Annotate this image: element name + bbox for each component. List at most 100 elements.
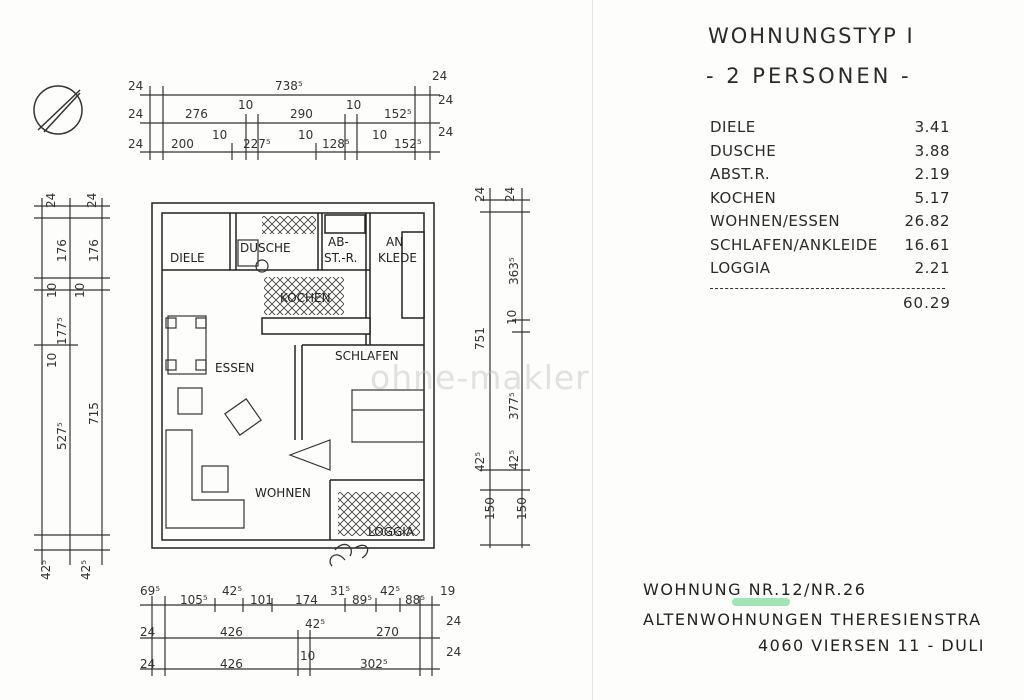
dim-label: 152⁵ (384, 107, 412, 121)
dim-label: 31⁵ (330, 584, 350, 598)
furniture (165, 239, 425, 529)
room-labels: DIELE DUSCHE AB- ST.-R. AN KLEDE KOCHEN … (170, 235, 417, 539)
dim-label: 10 (238, 98, 253, 112)
room-label-dusche: DUSCHE (240, 241, 291, 255)
dim-label: 290 (290, 107, 313, 121)
room-label-essen: ESSEN (215, 361, 254, 375)
room-label-schlafen: SCHLAFEN (335, 349, 399, 363)
dim-label: 363⁵ (507, 257, 521, 285)
plan-title: WOHNUNGSTYP I (708, 24, 915, 48)
dim-label: 527⁵ (55, 422, 69, 450)
dim-label: 24 (140, 625, 155, 639)
top-dimension-labels: 24 738⁵ 24 24 276 10 290 10 152⁵ 24 24 2… (128, 69, 453, 151)
toilet (255, 259, 269, 273)
dim-label: 426 (220, 625, 243, 639)
shower-tray (237, 239, 259, 267)
north-arrow-icon (33, 85, 83, 135)
room-area: 3.88 (914, 141, 950, 160)
address-line-1: WOHNUNG NR.12/NR.26 (643, 580, 867, 599)
address-line-3: 4060 VIERSEN 11 - DULI (758, 636, 985, 655)
bottom-dimension-lines (140, 596, 440, 676)
dim-label: 24 (438, 125, 453, 139)
plant-icon (329, 543, 369, 567)
dim-label: 176 (55, 239, 69, 262)
dim-label: 42⁵ (79, 560, 93, 580)
dim-label: 10 (300, 649, 315, 663)
dim-label: 24 (438, 93, 453, 107)
dim-label: 10 (45, 353, 59, 368)
room-name: KOCHEN (710, 188, 777, 207)
coffee-table (201, 465, 229, 493)
dim-label: 751 (473, 327, 487, 350)
dim-label: 24 (128, 107, 143, 121)
dim-label: 24 (473, 187, 487, 202)
dim-label: 10 (212, 128, 227, 142)
dim-label: 69⁵ (140, 584, 160, 598)
interior-walls (162, 213, 425, 540)
dim-label: 200 (171, 137, 194, 151)
dining-table (167, 315, 207, 375)
dim-label: 88⁵ (405, 593, 425, 607)
armchair-2 (224, 398, 262, 436)
armchair (177, 387, 203, 415)
dim-label: 227⁵ (243, 137, 271, 151)
dim-label: 19 (440, 584, 455, 598)
address-line-2: ALTENWOHNUNGEN THERESIENSTRA (643, 610, 982, 629)
dim-label: 24 (503, 187, 517, 202)
dim-label: 24 (85, 193, 99, 208)
dim-label: 42⁵ (305, 617, 325, 631)
room-row: SCHLAFEN/ANKLEIDE 16.61 (710, 236, 950, 260)
dim-label: 42⁵ (39, 560, 53, 580)
dim-label: 738⁵ (275, 79, 303, 93)
dim-label: 276 (185, 107, 208, 121)
highlight-mark (732, 598, 790, 606)
dim-label: 89⁵ (352, 593, 372, 607)
paper-fold (592, 0, 593, 700)
room-label-wohnen: WOHNEN (255, 486, 311, 500)
room-area: 2.21 (914, 259, 950, 277)
room-area: 5.17 (914, 188, 950, 207)
dim-label: 150 (515, 497, 529, 520)
dim-label: 24 (128, 79, 143, 93)
top-dimension-lines (140, 86, 440, 160)
total-area: 60.29 (903, 294, 951, 312)
room-label-loggia: LOGGIA (368, 525, 415, 539)
right-dimension-lines (480, 188, 530, 548)
room-label-abst-1: AB- (328, 235, 349, 249)
dim-label: 128⁵ (322, 137, 350, 151)
dim-label: 10 (346, 98, 361, 112)
dim-label: 174 (295, 593, 318, 607)
dim-label: 42⁵ (507, 450, 521, 470)
dim-label: 101 (250, 593, 273, 607)
dim-label: 24 (446, 645, 461, 659)
dim-label: 10 (372, 128, 387, 142)
room-name: DUSCHE (710, 141, 777, 160)
bottom-dimension-labels: 69⁵ 105⁵ 42⁵ 101 174 31⁵ 89⁵ 42⁵ 88⁵ 19 … (140, 584, 461, 671)
dim-label: 24 (44, 193, 58, 208)
room-row: KOCHEN 5.17 (710, 189, 950, 213)
dim-label: 24 (432, 69, 447, 83)
room-label-kochen: KOCHEN (280, 291, 331, 305)
room-area: 2.19 (914, 165, 950, 183)
dim-label: 42⁵ (222, 584, 242, 598)
dim-label: 176 (87, 239, 101, 262)
room-label-abst-2: ST.-R. (324, 251, 357, 265)
dim-label: 24 (140, 657, 155, 671)
left-dimension-labels: 24 176 10 177⁵ 10 527⁵ 42⁵ 24 176 10 715… (39, 193, 101, 580)
room-name: SCHLAFEN/ANKLEIDE (710, 235, 878, 254)
right-dimension-labels: 24 751 42⁵ 150 24 363⁵ 10 377⁵ 42⁵ 150 (473, 187, 529, 520)
dim-label: 426 (220, 657, 243, 671)
dim-label: 10 (73, 283, 87, 298)
left-dimension-lines (34, 198, 110, 565)
room-area: 16.61 (904, 235, 950, 254)
room-name: ABST.R. (710, 165, 771, 183)
kitchen-counter-hatch (264, 277, 344, 315)
dim-label: 715 (87, 402, 101, 425)
dim-label: 24 (446, 614, 461, 628)
loggia-hatch (338, 492, 420, 536)
